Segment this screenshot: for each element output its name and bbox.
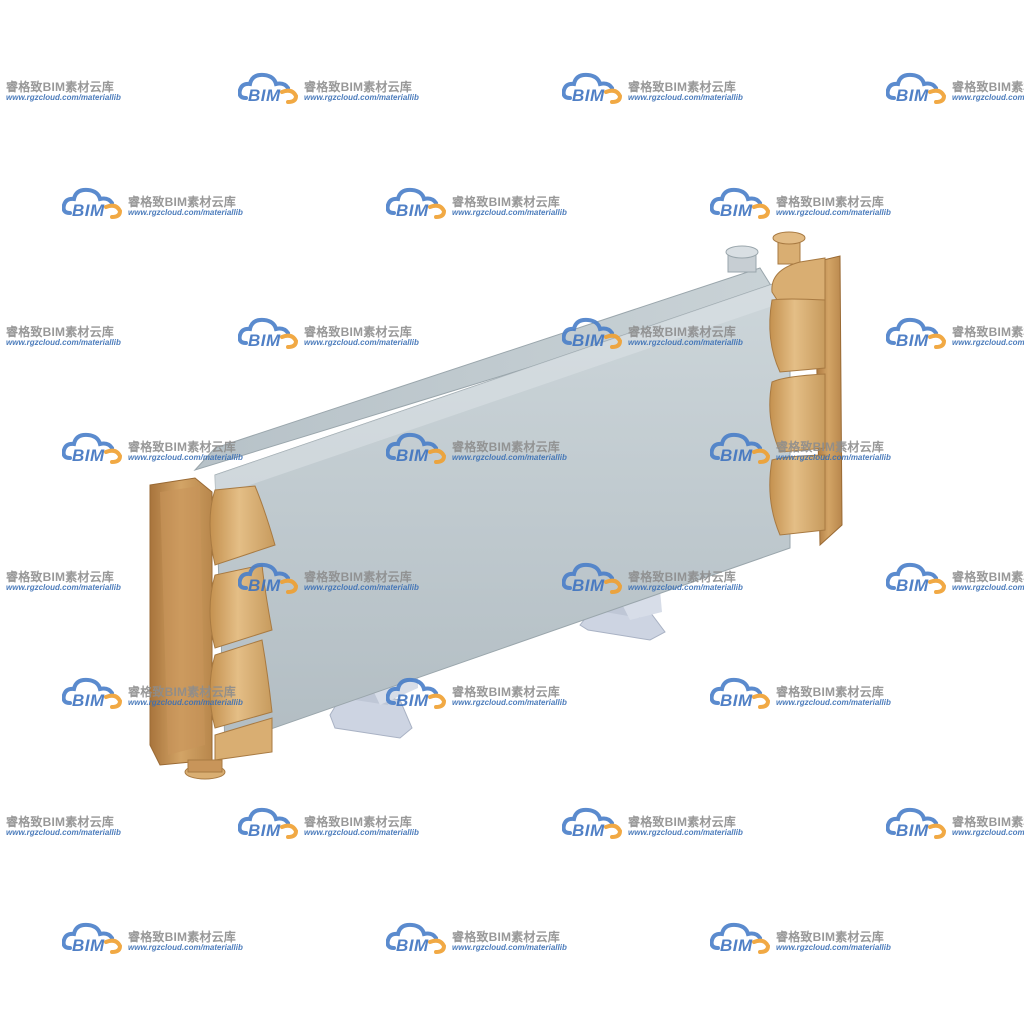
nozzle-top — [725, 231, 806, 273]
body-front — [214, 277, 791, 746]
header-left — [149, 477, 276, 780]
header-right — [769, 255, 843, 547]
